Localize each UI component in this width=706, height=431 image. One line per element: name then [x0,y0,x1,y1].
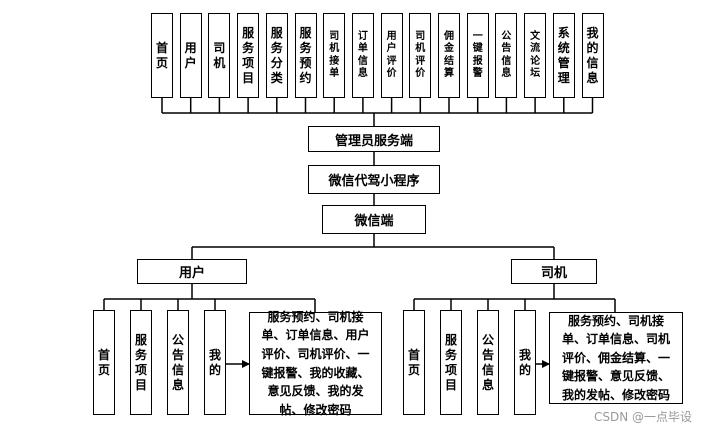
driver-module-2: 服务项目 [440,310,462,415]
admin-server-label: 管理员服务端 [334,133,413,149]
top-module-2-label: 用户 [184,40,197,70]
wechat-client-label: 微信端 [354,214,394,229]
top-module-4-label: 服务项目 [242,25,255,85]
top-module-9-label: 用户评价 [386,30,397,80]
user-role-box: 用户 [137,259,247,284]
top-module-7-label: 司机接单 [329,30,340,80]
user-module-4-label: 我的 [208,347,221,377]
top-module-5: 服务分类 [265,13,288,98]
user-module-2: 服务项目 [130,310,152,415]
top-module-13: 公告信息 [495,13,518,98]
user-role-label: 用户 [178,266,205,281]
top-module-10: 司机评价 [409,13,432,98]
user-module-3-label: 公告信息 [171,332,184,392]
top-module-14-label: 文流论坛 [530,30,541,80]
top-module-8: 订单信息 [351,13,374,98]
driver-module-3: 公告信息 [477,310,499,415]
top-module-12: 一键报警 [466,13,489,98]
top-module-15: 系统管理 [552,13,575,98]
driver-module-1: 首页 [403,310,425,415]
user-module-4: 我的 [204,310,226,415]
mini-program-label: 微信代驾小程序 [328,174,420,189]
top-module-15-label: 系统管理 [557,25,570,85]
top-module-5-label: 服务分类 [270,25,283,85]
top-module-14: 文流论坛 [524,13,547,98]
top-module-7: 司机接单 [323,13,346,98]
driver-module-4: 我的 [514,310,536,415]
top-module-3-label: 司机 [213,40,226,70]
top-module-1-label: 首页 [155,40,168,70]
user-module-1-label: 首页 [97,347,110,377]
driver-role-label: 司机 [540,266,567,281]
csdn-watermark: CSDN @一点毕设 [593,410,692,424]
top-module-3: 司机 [208,13,231,98]
top-module-11: 佣金结算 [438,13,460,98]
user-detail-text: 服务预约、司机接单、订单信息、用户评价、司机评价、一键报警、我的收藏、意见反馈、… [261,309,370,417]
top-module-16: 我的信息 [581,13,604,98]
driver-module-4-label: 我的 [518,347,531,377]
admin-server-box: 管理员服务端 [308,126,440,152]
driver-module-2-label: 服务项目 [444,332,457,392]
top-module-6-label: 服务预约 [299,25,312,85]
driver-module-1-label: 首页 [407,347,420,377]
top-module-1: 首页 [151,13,173,98]
top-module-12-label: 一键报警 [472,30,483,80]
top-module-4: 服务项目 [237,13,260,98]
user-module-2-label: 服务项目 [134,332,147,392]
driver-detail-text: 服务预约、司机接单、订单信息、司机评价、佣金结算、一键报警、意见反馈、我的发帖、… [561,313,670,402]
top-module-6: 服务预约 [294,13,317,98]
user-detail-box: 服务预约、司机接单、订单信息、用户评价、司机评价、一键报警、我的收藏、意见反馈、… [249,310,382,417]
top-module-10-label: 司机评价 [415,30,426,80]
driver-role-box: 司机 [511,259,597,284]
top-module-11-label: 佣金结算 [444,30,454,80]
top-module-8-label: 订单信息 [357,30,368,80]
mini-program-box: 微信代驾小程序 [308,165,440,194]
user-module-1: 首页 [93,310,115,415]
top-module-13-label: 公告信息 [501,30,512,80]
user-module-3: 公告信息 [167,310,189,415]
top-module-2: 用户 [179,13,202,98]
driver-detail-box: 服务预约、司机接单、订单信息、司机评价、佣金结算、一键报警、意见反馈、我的发帖、… [549,312,683,404]
top-module-16-label: 我的信息 [586,25,599,85]
wechat-client-box: 微信端 [322,205,426,234]
top-module-9: 用户评价 [380,13,403,98]
driver-module-3-label: 公告信息 [481,332,494,392]
